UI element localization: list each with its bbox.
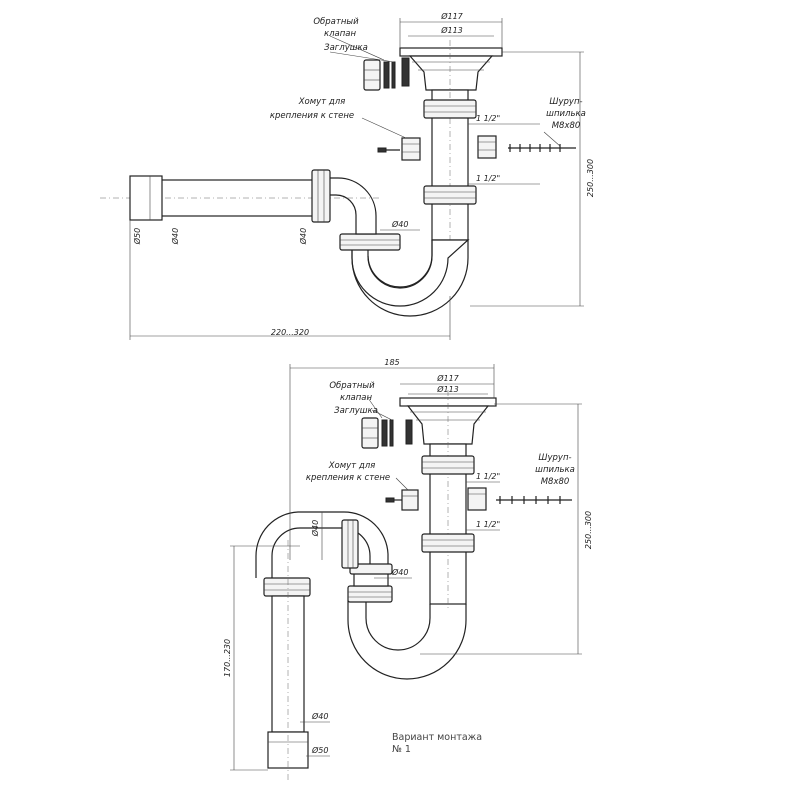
screw-2	[467, 487, 572, 511]
outlet-nut-1	[311, 169, 331, 223]
dim-d113-2: Ø113	[436, 384, 459, 394]
trap-nut-1	[339, 233, 401, 251]
diagram-1: Обратный клапан Заглушка Хомут для крепл…	[100, 11, 595, 340]
upper-nut-1	[423, 99, 477, 119]
caption-line-1: Вариант монтажа	[392, 732, 482, 743]
dim-height-1: 250...300	[586, 159, 595, 197]
dim-height-2: 250...300	[584, 511, 593, 549]
screw-label-2b: шпилька	[535, 465, 575, 475]
caption-line-2: № 1	[392, 744, 411, 755]
dim-d40-trap-2: Ø40	[391, 567, 408, 577]
dim-d50-2: Ø50	[311, 745, 328, 755]
diagram-2: Обратный клапан Заглушка Хомут для крепл…	[223, 358, 593, 780]
dim-d40-b-1: Ø40	[298, 228, 308, 245]
drop-nut-2	[263, 577, 311, 597]
wall-clamp-1	[377, 137, 421, 161]
dim-width-1: 220...320	[271, 328, 309, 337]
plug-label-2: Заглушка	[334, 406, 378, 416]
screw-label-2a: Шуруп-	[538, 453, 571, 463]
dim-d50-1: Ø50	[132, 228, 142, 245]
check-valve-label-2b: клапан	[340, 393, 373, 403]
dim-thread1-1: 1 1/2"	[476, 114, 500, 123]
outlet-end-1	[129, 175, 163, 221]
dim-d40-low-2: Ø40	[311, 711, 328, 721]
clamp-label-1b: крепления к стене	[270, 111, 354, 121]
dim-d117-1: Ø117	[440, 11, 463, 21]
dim-d113-1: Ø113	[440, 25, 463, 35]
dim-thread1-2: 1 1/2"	[476, 472, 500, 481]
lower-nut-1	[423, 185, 477, 205]
screw-label-1c: M8x80	[552, 121, 581, 131]
screw-1	[477, 135, 576, 159]
clamp-label-2b: крепления к стене	[306, 473, 390, 483]
upper-elbow-2	[271, 527, 371, 578]
screw-label-2c: M8x80	[541, 477, 570, 487]
check-valve-parts-1	[363, 59, 396, 91]
dim-d40-a-1: Ø40	[170, 228, 180, 245]
trap-nut-2	[347, 585, 393, 603]
dim-vertical-2: 170...230	[223, 639, 232, 677]
trap-nut-2b	[349, 563, 393, 575]
screw-label-1b: шпилька	[546, 109, 586, 119]
dim-d40-trap-1: Ø40	[391, 219, 408, 229]
lower-nut-2	[421, 533, 475, 553]
check-valve-parts-2	[361, 417, 394, 449]
elbow-1	[319, 177, 377, 235]
clamp-label-2a: Хомут для	[328, 461, 376, 471]
screw-label-1a: Шуруп-	[549, 97, 582, 107]
check-valve-label-2a: Обратный	[329, 381, 375, 391]
wall-clamp-2	[385, 489, 419, 511]
u-trap-2	[365, 600, 431, 651]
dim-thread2-1: 1 1/2"	[476, 174, 500, 183]
plug-label-1: Заглушка	[324, 43, 368, 53]
dim-top-2: 185	[384, 358, 399, 367]
elbow-nut-2	[341, 519, 359, 569]
check-valve-label-1b: клапан	[324, 29, 357, 39]
strainer-1	[399, 47, 503, 91]
clamp-label-1a: Хомут для	[298, 97, 346, 107]
dim-d117-2: Ø117	[436, 373, 459, 383]
dim-thread2-2: 1 1/2"	[476, 520, 500, 529]
upper-nut-2	[421, 455, 475, 475]
check-valve-label-1a: Обратный	[313, 17, 359, 27]
dim-d40-elbow-2: Ø40	[310, 520, 320, 537]
